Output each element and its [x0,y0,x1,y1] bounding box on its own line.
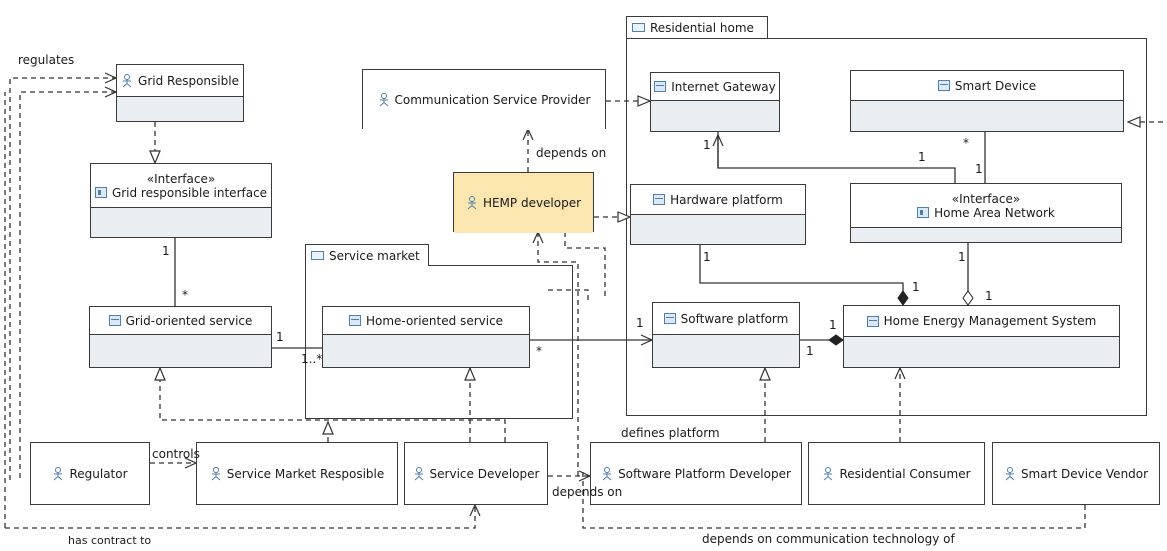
hemp-developer-class[interactable]: HEMP developer [453,172,594,233]
grid-oriented-service-class[interactable]: Grid-oriented service [89,306,272,368]
actor-icon [822,466,834,481]
multiplicity: 1 [703,138,711,152]
actor-icon [1004,466,1016,481]
actor-icon [121,73,133,88]
regulator-actor[interactable]: Regulator [30,442,150,505]
multiplicity: 1 [958,250,966,264]
multiplicity: 1..* [301,352,323,366]
software-platform-developer-actor[interactable]: Software Platform Developer [590,442,802,505]
defines-platform-label: defines platform [621,426,720,440]
service-market-tab: Service market [305,244,429,266]
hems-label: Home Energy Management System [883,314,1097,328]
actor-icon [413,466,425,481]
communication-service-provider-class[interactable]: Communication Service Provider [362,69,606,130]
grid-responsible-interface[interactable]: «Interface» Grid responsible interface [90,163,272,238]
hems-class[interactable]: Home Energy Management System [843,305,1120,368]
interface-stereotype: «Interface» [951,191,1021,206]
communication-service-provider-label: Communication Service Provider [394,93,591,107]
software-platform-developer-label: Software Platform Developer [618,466,791,481]
multiplicity: * [182,288,188,302]
class-icon [663,313,676,324]
multiplicity: 1 [975,162,983,176]
class-icon [654,81,667,92]
actor-icon [210,466,222,481]
package-icon [632,23,645,32]
multiplicity: 1 [985,289,993,303]
actor-icon [378,93,390,107]
controls-label: controls [152,447,200,461]
actor-icon [601,466,613,481]
multiplicity: 1 [276,330,284,344]
regulates-arrow [19,86,118,478]
service-market-label: Service market [329,248,420,263]
class-icon [348,315,361,326]
multiplicity: 1 [636,316,644,330]
actor-icon [466,196,478,210]
residential-home-package [626,38,1147,416]
grid-responsible-label: Grid Responsible [138,73,239,88]
depends-on-label: depends on [536,146,607,160]
grid-responsible-class[interactable]: Grid Responsible [116,64,244,122]
software-platform-class[interactable]: Software platform [652,302,800,368]
service-market-responsible-label: Service Market Resposible [226,466,385,481]
smart-device-vendor-actor[interactable]: Smart Device Vendor [992,442,1160,505]
service-market-responsible-actor[interactable]: Service Market Resposible [196,442,398,505]
package-icon [311,251,324,260]
grid-oriented-service-label: Grid-oriented service [125,313,253,328]
service-developer-label: Service Developer [429,466,540,481]
residential-home-tab: Residential home [626,16,768,38]
interface-icon [94,187,107,198]
smart-device-vendor-label: Smart Device Vendor [1020,466,1149,481]
hardware-platform-label: Hardware platform [670,192,783,207]
actor-icon [52,466,64,481]
internet-gateway-label: Internet Gateway [671,79,776,94]
multiplicity: * [536,344,542,358]
home-oriented-service-class[interactable]: Home-oriented service [322,306,530,368]
residential-consumer-actor[interactable]: Residential Consumer [808,442,985,505]
depends-on-communication-label: depends on communication technology of [702,532,955,546]
grid-interface-label: Grid responsible interface [111,185,268,200]
home-area-network-interface[interactable]: «Interface» Home Area Network [850,183,1122,243]
service-market-package [305,265,573,419]
class-icon [937,80,950,91]
home-area-network-label: Home Area Network [934,205,1055,220]
regulator-label: Regulator [69,466,128,481]
smart-device-class[interactable]: Smart Device [850,70,1124,132]
multiplicity: 1 [703,250,711,264]
home-oriented-service-label: Home-oriented service [365,313,504,328]
has-contract-to-label: has contract to [68,534,152,547]
interface-stereotype: «Interface» [146,171,216,186]
internet-gateway-class[interactable]: Internet Gateway [650,72,780,132]
multiplicity: 1 [162,244,170,258]
hardware-platform-class[interactable]: Hardware platform [630,184,806,245]
multiplicity: 1 [829,318,837,332]
interface-icon [917,207,930,218]
multiplicity: 1 [912,280,920,294]
regulates-label: regulates [18,53,75,67]
class-icon [108,315,121,326]
service-developer-actor[interactable]: Service Developer [404,442,548,505]
depends-on-label-2: depends on [552,485,623,499]
multiplicity: * [963,136,969,150]
class-icon [866,315,879,327]
multiplicity: 1 [806,344,814,358]
residential-home-label: Residential home [650,20,754,35]
software-platform-label: Software platform [680,311,789,326]
residential-consumer-label: Residential Consumer [839,466,971,481]
class-icon [653,194,666,205]
hemp-developer-label: HEMP developer [482,196,582,210]
smart-device-label: Smart Device [954,78,1037,93]
multiplicity: 1 [918,150,926,164]
